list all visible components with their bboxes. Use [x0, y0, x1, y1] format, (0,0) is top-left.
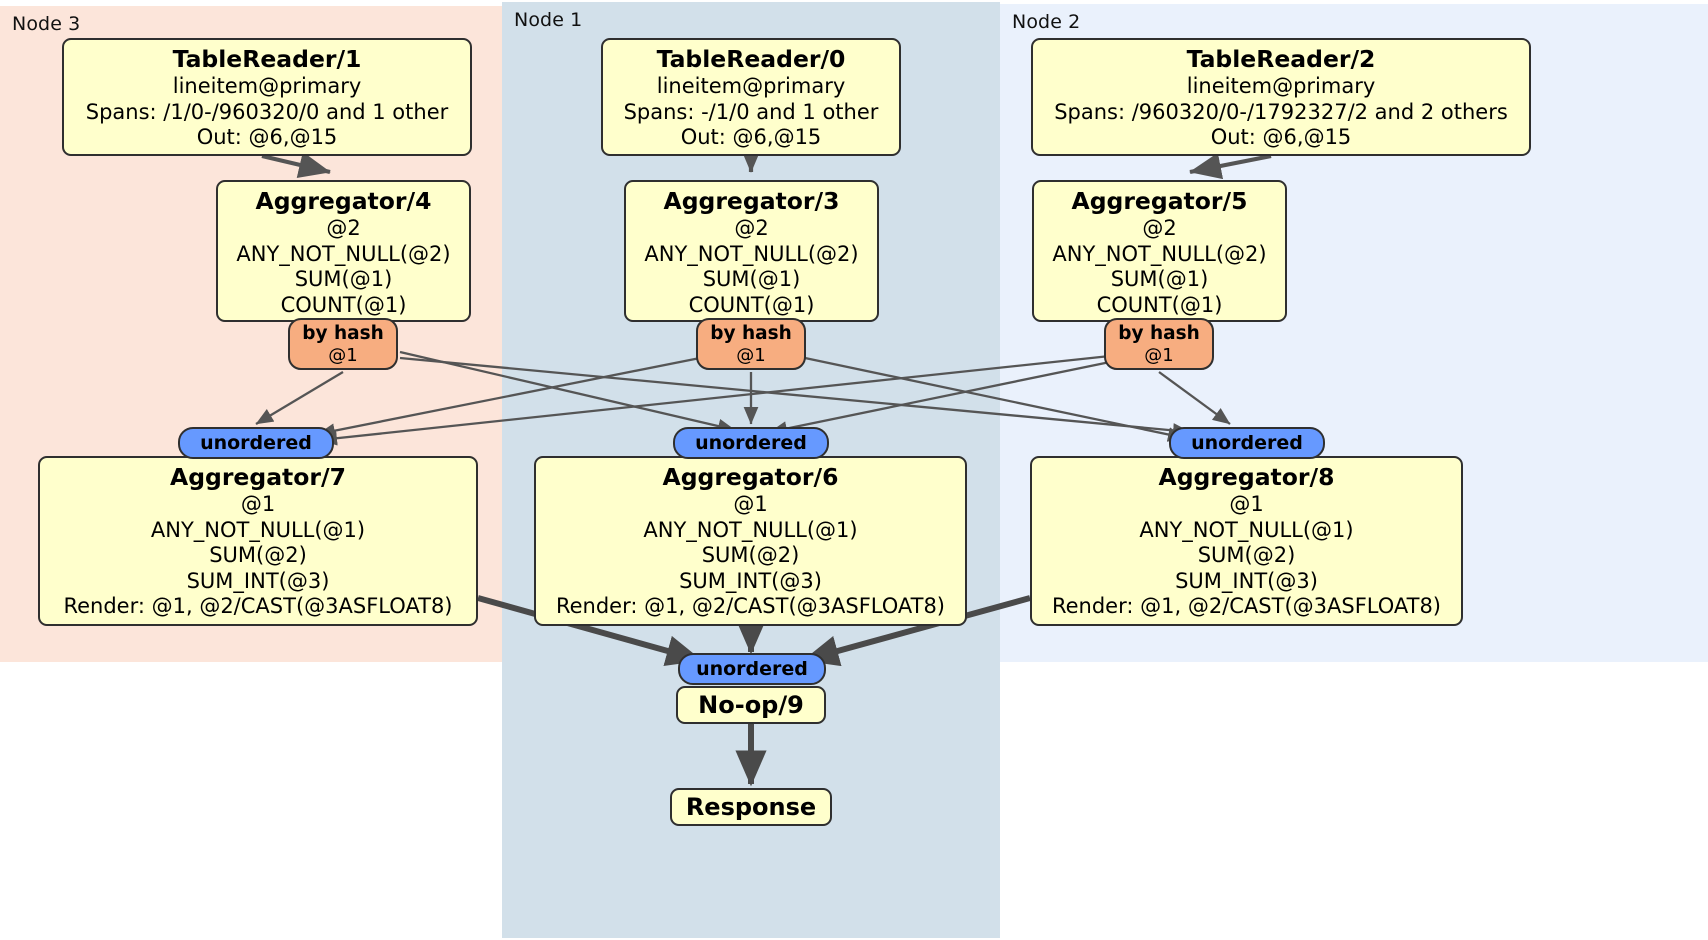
processor-detail: Spans: /960320/0-/1792327/2 and 2 others [1054, 99, 1508, 124]
processor-detail: SUM_INT(@3) [186, 568, 330, 593]
processor-aggregator-7[interactable]: Aggregator/7 @1 ANY_NOT_NULL(@1) SUM(@2)… [38, 456, 478, 626]
processor-tablereader-2[interactable]: TableReader/2 lineitem@primary Spans: /9… [1031, 38, 1531, 156]
router-badge-by-hash[interactable]: by hash @1 [288, 318, 398, 370]
processor-detail: SUM(@2) [701, 543, 800, 567]
processor-detail: Out: @6,@15 [680, 125, 822, 149]
processor-title: Aggregator/7 [170, 463, 346, 491]
processor-detail: ANY_NOT_NULL(@2) [236, 241, 451, 266]
processor-noop-9[interactable]: No-op/9 [676, 686, 826, 724]
processor-title: Aggregator/4 [255, 187, 432, 215]
processor-title: Aggregator/5 [1071, 187, 1248, 215]
processor-aggregator-4[interactable]: Aggregator/4 @2 ANY_NOT_NULL(@2) SUM(@1)… [216, 180, 471, 322]
processor-detail: SUM_INT(@3) [679, 568, 822, 593]
processor-title: Aggregator/6 [662, 463, 839, 491]
processor-detail: lineitem@primary [656, 74, 846, 98]
processor-detail: SUM_INT(@3) [1175, 568, 1318, 593]
processor-detail: SUM(@2) [209, 543, 307, 567]
input-badge-unordered[interactable]: unordered [678, 653, 826, 685]
processor-tablereader-1[interactable]: TableReader/1 lineitem@primary Spans: /1… [62, 38, 472, 156]
router-badge-label: by hash [302, 323, 384, 344]
router-badge-column: @1 [328, 345, 358, 366]
processor-title: TableReader/2 [1186, 45, 1376, 73]
processor-detail: Out: @6,@15 [1210, 125, 1352, 149]
processor-title: TableReader/1 [172, 45, 362, 73]
processor-detail: Render: @1, @2/CAST(@3ASFLOAT8) [1051, 594, 1442, 618]
router-badge-column: @1 [1144, 345, 1174, 366]
processor-title: Aggregator/8 [1158, 463, 1335, 491]
processor-detail: ANY_NOT_NULL(@1) [643, 517, 858, 542]
processor-aggregator-8[interactable]: Aggregator/8 @1 ANY_NOT_NULL(@1) SUM(@2)… [1030, 456, 1463, 626]
input-badge-label: unordered [1191, 432, 1303, 454]
processor-detail: ANY_NOT_NULL(@1) [150, 517, 366, 542]
processor-detail: SUM(@1) [294, 267, 393, 291]
processor-detail: Render: @1, @2/CAST(@3ASFLOAT8) [555, 594, 946, 618]
input-badge-label: unordered [696, 658, 808, 680]
input-badge-unordered[interactable]: unordered [178, 427, 334, 459]
router-badge-label: by hash [1118, 323, 1200, 344]
processor-detail: @1 [1229, 492, 1264, 516]
processor-detail: lineitem@primary [1186, 74, 1376, 98]
processor-detail: @2 [326, 216, 361, 240]
processor-response[interactable]: Response [670, 788, 832, 826]
processor-aggregator-5[interactable]: Aggregator/5 @2 ANY_NOT_NULL(@2) SUM(@1)… [1032, 180, 1287, 322]
processor-aggregator-6[interactable]: Aggregator/6 @1 ANY_NOT_NULL(@1) SUM(@2)… [534, 456, 967, 626]
input-badge-unordered[interactable]: unordered [673, 427, 829, 459]
processor-detail: COUNT(@1) [1096, 292, 1223, 317]
processor-detail: lineitem@primary [172, 74, 362, 98]
processor-detail: SUM(@1) [702, 267, 801, 291]
processor-detail: Spans: /1/0-/960320/0 and 1 other [85, 99, 449, 124]
processor-detail: SUM(@2) [1197, 543, 1296, 567]
processor-detail: @1 [240, 492, 276, 516]
processor-tablereader-0[interactable]: TableReader/0 lineitem@primary Spans: -/… [601, 38, 901, 156]
processor-aggregator-3[interactable]: Aggregator/3 @2 ANY_NOT_NULL(@2) SUM(@1)… [624, 180, 879, 322]
router-badge-label: by hash [710, 323, 792, 344]
router-badge-by-hash[interactable]: by hash @1 [1104, 318, 1214, 370]
processor-detail: COUNT(@1) [280, 292, 407, 317]
processor-detail: ANY_NOT_NULL(@2) [1052, 241, 1267, 266]
input-badge-label: unordered [200, 432, 312, 454]
router-badge-by-hash[interactable]: by hash @1 [696, 318, 806, 370]
node-panel-label: Node 3 [12, 13, 81, 35]
node-panel-label: Node 2 [1012, 11, 1081, 33]
processor-detail: Spans: -/1/0 and 1 other [623, 99, 879, 124]
processor-title: Aggregator/3 [663, 187, 840, 215]
processor-title: TableReader/0 [656, 45, 846, 73]
input-badge-unordered[interactable]: unordered [1169, 427, 1325, 459]
processor-detail: @2 [734, 216, 769, 240]
processor-detail: @1 [733, 492, 768, 516]
processor-title: Response [685, 792, 817, 821]
input-badge-label: unordered [695, 432, 807, 454]
processor-detail: Out: @6,@15 [196, 125, 338, 149]
node-panel-label: Node 1 [514, 9, 583, 31]
processor-detail: Render: @1, @2/CAST(@3ASFLOAT8) [63, 594, 453, 618]
processor-detail: COUNT(@1) [688, 292, 815, 317]
processor-detail: @2 [1142, 216, 1177, 240]
processor-detail: ANY_NOT_NULL(@2) [644, 241, 859, 266]
processor-detail: SUM(@1) [1110, 267, 1209, 291]
processor-title: No-op/9 [698, 690, 804, 719]
processor-detail: ANY_NOT_NULL(@1) [1139, 517, 1354, 542]
router-badge-column: @1 [736, 345, 766, 366]
